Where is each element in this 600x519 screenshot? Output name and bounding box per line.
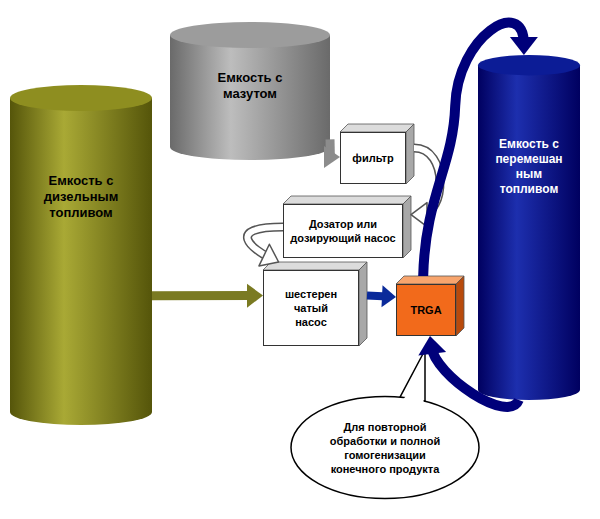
arrow-heads bbox=[418, 336, 446, 356]
cylinder-shape bbox=[478, 55, 580, 400]
arrow-outline bbox=[247, 227, 283, 258]
cube-side bbox=[403, 196, 411, 258]
cylinder-bottom bbox=[170, 134, 330, 160]
cylinder-body bbox=[478, 65, 580, 390]
flow-arrow bbox=[247, 227, 283, 266]
flow-arrow bbox=[324, 139, 340, 168]
cylinder-shape bbox=[10, 85, 152, 425]
cylinder-body bbox=[10, 98, 152, 412]
node-label: шестерен чатый насос bbox=[263, 270, 359, 346]
callout-bubble: Для повторной обработки и полной гомоген… bbox=[290, 395, 480, 500]
callout-shape bbox=[290, 395, 480, 500]
cylinder-top bbox=[10, 85, 152, 111]
arrow-line bbox=[152, 291, 253, 300]
flow-arrow bbox=[411, 148, 440, 227]
cylinder-bottom bbox=[10, 399, 152, 425]
cube-top bbox=[396, 276, 464, 284]
arrow-line bbox=[414, 148, 440, 215]
arrow-line bbox=[423, 23, 524, 276]
node-label: Дозатор или дозирующий насос bbox=[283, 204, 403, 258]
trga-box: TRGA bbox=[396, 276, 464, 336]
arrow-line bbox=[367, 292, 388, 301]
node-label: Для повторной обработки и полной гомоген… bbox=[320, 395, 450, 500]
arrow-head bbox=[247, 284, 263, 308]
arrow-head bbox=[259, 244, 279, 266]
callout-ellipse bbox=[291, 397, 479, 499]
flow-arrow bbox=[423, 23, 538, 276]
arrow-line bbox=[247, 227, 283, 258]
diesel-tank: Емкость с дизельным топливом bbox=[10, 85, 152, 425]
cube-top bbox=[263, 262, 367, 270]
node-label: Емкость с мазутом bbox=[195, 70, 305, 102]
flow-arrow bbox=[418, 336, 518, 407]
arrow-head bbox=[324, 146, 340, 168]
arrow-outline bbox=[414, 148, 440, 215]
node-label: Емкость с дизельным топливом bbox=[26, 173, 136, 221]
cylinder-bottom bbox=[478, 380, 580, 400]
cylinder-body bbox=[170, 35, 330, 147]
dosing-pump-box: Дозатор или дозирующий насос bbox=[283, 196, 411, 258]
cube-top bbox=[340, 124, 414, 132]
arrow-line bbox=[431, 347, 518, 407]
cube-front bbox=[284, 205, 403, 258]
cube-front bbox=[341, 133, 406, 184]
cube-side bbox=[456, 276, 464, 336]
cylinder-top bbox=[478, 55, 580, 75]
arrow-heads bbox=[259, 244, 279, 266]
fuel-oil-tank: Емкость с мазутом bbox=[170, 22, 330, 160]
node-label: Емкость с перемешан ным топливом bbox=[491, 137, 567, 197]
gear-pump-box: шестерен чатый насос bbox=[263, 262, 367, 346]
arrow-head bbox=[510, 37, 538, 55]
arrow-heads bbox=[247, 284, 263, 308]
arrow-line bbox=[326, 139, 335, 157]
mixed-fuel-tank: Емкость с перемешан ным топливом bbox=[478, 55, 580, 400]
cube-side bbox=[406, 124, 414, 184]
arrow-head bbox=[381, 285, 396, 307]
flow-arrow bbox=[152, 284, 263, 308]
arrow-heads bbox=[381, 285, 396, 307]
cube-side bbox=[359, 262, 367, 346]
arrow-head bbox=[418, 336, 446, 356]
filter-box: фильтр bbox=[340, 124, 414, 184]
flow-arrow bbox=[367, 285, 396, 307]
cube-top bbox=[283, 196, 411, 204]
cylinder-top bbox=[170, 22, 330, 48]
cube-front bbox=[397, 285, 456, 336]
node-label: TRGA bbox=[396, 284, 456, 336]
callout-joint bbox=[403, 387, 424, 404]
arrow-head bbox=[411, 203, 427, 227]
node-label: фильтр bbox=[340, 132, 406, 184]
arrow-heads bbox=[324, 146, 340, 168]
arrow-heads bbox=[411, 203, 427, 227]
cube-front bbox=[264, 271, 359, 346]
arrow-heads bbox=[510, 37, 538, 55]
